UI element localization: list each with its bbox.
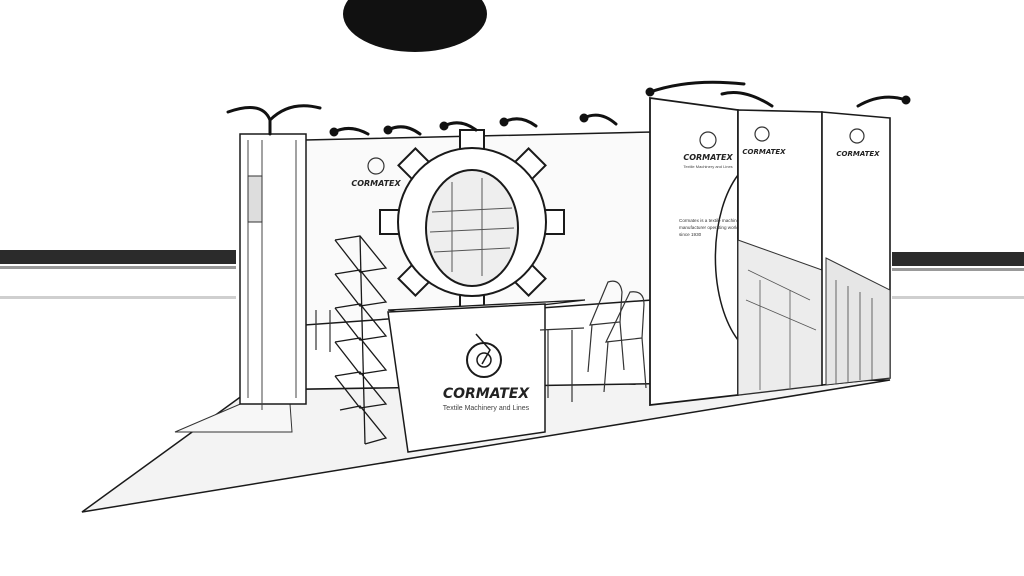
spotlights [226, 80, 911, 137]
chair-left [315, 310, 331, 352]
side-panel-1-brand: CORMATEX [742, 148, 786, 156]
side-panel-2-brand: CORMATEX [836, 150, 880, 158]
counter-logo-mark [466, 333, 502, 378]
chair-1 [587, 280, 625, 373]
front-panel-tagline: Textile Machinery and Lines [683, 164, 732, 169]
spotlight-5 [499, 117, 538, 128]
horizon-band-left [0, 250, 236, 264]
horizon-band-right [892, 252, 1024, 266]
spotlight-1 [226, 104, 322, 136]
chair-2 [603, 291, 647, 393]
counter-brand-name: CORMATEX [443, 386, 530, 402]
gear-window-photo [425, 169, 519, 287]
left-tower [239, 133, 307, 410]
spotlight-9 [856, 95, 911, 108]
spotlight-7 [645, 80, 746, 97]
counter-tagline: Textile Machinery and Lines [443, 405, 530, 412]
ceiling-dark-blob [343, 0, 487, 52]
front-panel-text-line-1: Cormatex is a textile machinery [679, 218, 744, 223]
back-wall-brand-text: CORMATEX [351, 179, 401, 188]
side-panel-1: CORMATEX [737, 109, 823, 396]
spotlight-2 [329, 127, 370, 137]
side-panel-2: CORMATEX [821, 111, 891, 386]
front-panel-text-line-3: since 1930 [679, 232, 702, 237]
spotlight-4 [439, 121, 478, 132]
chairs [315, 280, 647, 402]
spotlight-8 [720, 91, 774, 108]
reception-counter: CORMATEX Textile Machinery and Lines [387, 299, 586, 453]
table [539, 327, 585, 402]
front-panel-text-line-2: manufacturer operating worldwide [679, 225, 749, 230]
front-panel-brand: CORMATEX [683, 153, 733, 162]
back-wall-logo: CORMATEX [351, 157, 401, 188]
spotlight-3 [383, 125, 422, 136]
gear-graphic [379, 129, 565, 315]
front-panel: CORMATEX Textile Machinery and Lines Cor… [649, 96, 749, 407]
spotlight-6 [579, 113, 618, 126]
brochure-rack [334, 235, 388, 445]
